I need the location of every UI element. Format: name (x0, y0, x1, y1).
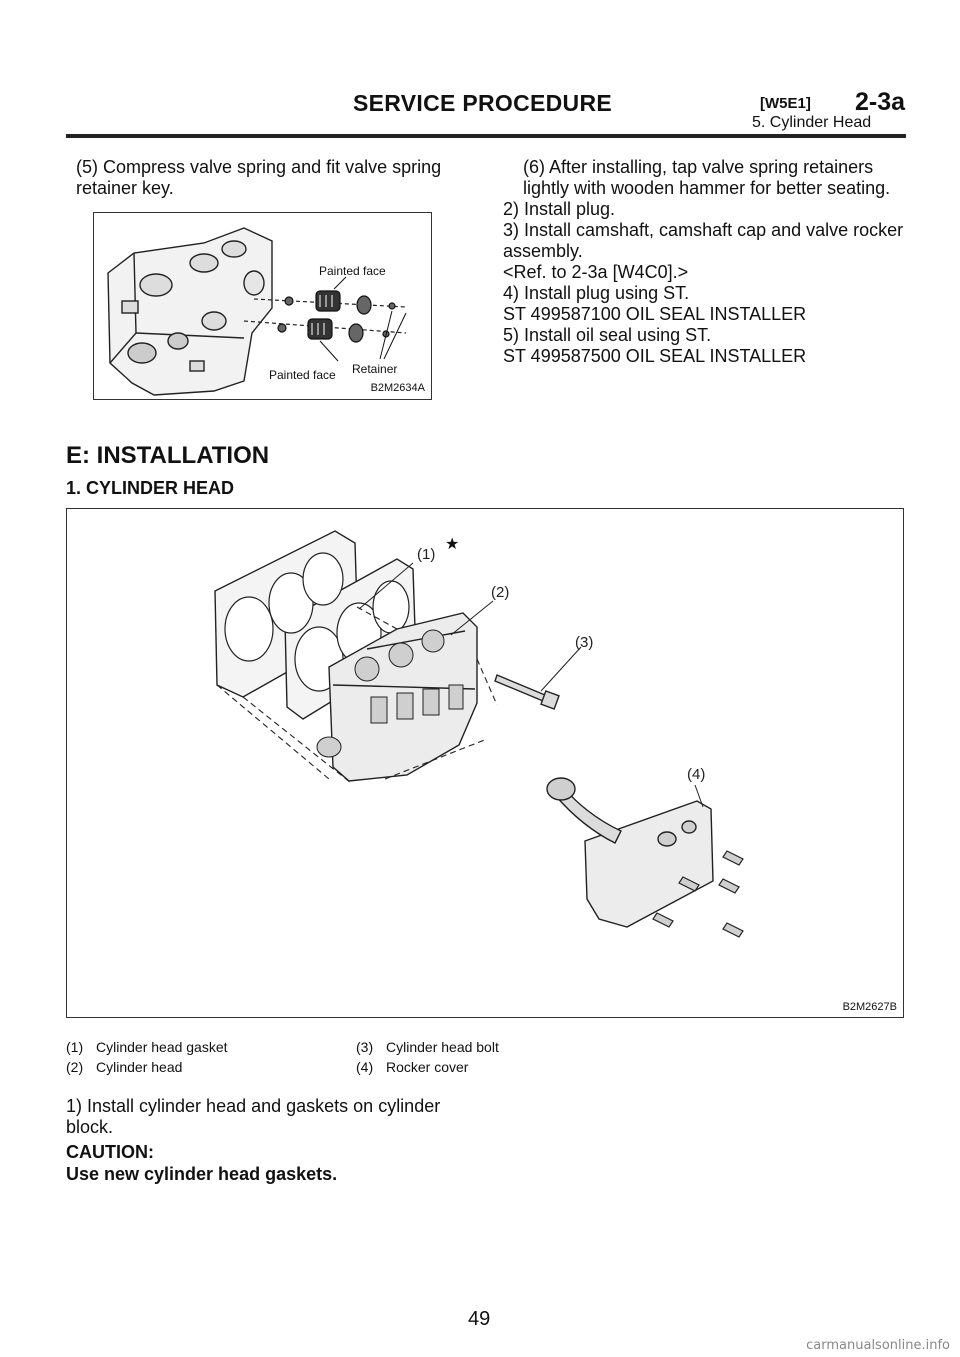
legend-num: (3) (356, 1039, 374, 1055)
right-column-text: (6) After installing, tap valve spring r… (503, 157, 913, 367)
page-number: 49 (468, 1308, 491, 1330)
legend-text: Cylinder head (96, 1059, 183, 1075)
step-4-text: 4) Install plug using ST. (503, 283, 690, 303)
callout-1: (1) (417, 546, 435, 563)
caution-heading: CAUTION: (66, 1142, 154, 1162)
label-painted-face-bottom: Painted face (269, 368, 336, 382)
label-retainer: Retainer (352, 362, 397, 376)
caution-text: Use new cylinder head gaskets. (66, 1164, 338, 1184)
callout-3: (3) (575, 634, 593, 651)
step-6-line-1: (6) After installing, tap valve spring r… (523, 157, 874, 177)
label-painted-face-top: Painted face (319, 264, 386, 278)
valve-spring-illustration: Painted face Painted face Retainer (107, 227, 407, 396)
step-1-text: 1) Install cylinder head and gaskets on … (66, 1096, 441, 1137)
legend-num: (1) (66, 1039, 84, 1055)
footer-watermark-url[interactable]: carmanualsonline.info (806, 1338, 950, 1353)
legend-num: (4) (356, 1059, 374, 1075)
callout-1-star: ★ (445, 536, 459, 553)
cylinder-head-illustration: (1) ★ (2) (3) (4) (214, 530, 744, 938)
step-5-oil-seal-text: 5) Install oil seal using ST. (503, 325, 712, 345)
callout-4: (4) (687, 766, 705, 783)
special-tool-2: ST 499587500 OIL SEAL INSTALLER (503, 346, 807, 366)
legend-item-3: (3) Cylinder head bolt (356, 1039, 499, 1055)
step-3-line-2: assembly. (503, 241, 583, 261)
subsection-title: 1. CYLINDER HEAD (66, 478, 235, 498)
step-2-text: 2) Install plug. (503, 199, 616, 219)
page-header-title: SERVICE PROCEDURE (353, 90, 613, 116)
legend-item-2: (2) Cylinder head (66, 1059, 182, 1075)
legend-text: Rocker cover (386, 1059, 469, 1075)
figure2-caption: B2M2627B (842, 1001, 897, 1013)
step-3-line-1: 3) Install camshaft, camshaft cap and va… (503, 220, 904, 240)
legend-num: (2) (66, 1059, 84, 1075)
special-tool-1: ST 499587100 OIL SEAL INSTALLER (503, 304, 807, 324)
reference-link[interactable]: <Ref. to 2-3a [W4C0].> (503, 262, 689, 282)
page-header-subtitle: 5. Cylinder Head (752, 114, 872, 131)
cylinder-head-exploded-figure: (1) ★ (2) (3) (4) B2M2627B (66, 508, 904, 1018)
figure1-caption: B2M2634A (370, 382, 425, 394)
page-header-section: 2-3a (855, 88, 906, 116)
header-rule (66, 134, 906, 138)
page-header-code: [W5E1] (760, 95, 811, 112)
legend-item-1: (1) Cylinder head gasket (66, 1039, 228, 1055)
legend-text: Cylinder head bolt (386, 1039, 499, 1055)
step-5-text: (5) Compress valve spring and fit valve … (76, 157, 442, 198)
callout-2: (2) (491, 584, 509, 601)
valve-spring-figure: Painted face Painted face Retainer B2M26… (93, 212, 432, 400)
step-6-line-2: lightly with wooden hammer for better se… (523, 178, 891, 198)
legend-text: Cylinder head gasket (96, 1039, 228, 1055)
section-title: E: INSTALLATION (66, 442, 270, 469)
legend-item-4: (4) Rocker cover (356, 1059, 468, 1075)
